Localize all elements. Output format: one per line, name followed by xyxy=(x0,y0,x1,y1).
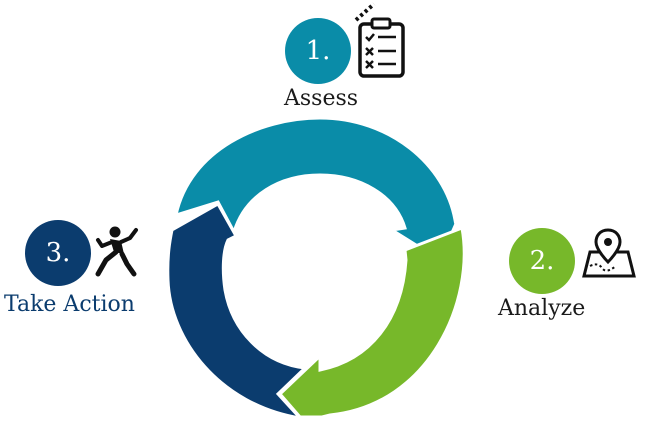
step-3-number: 3. xyxy=(45,238,71,268)
step-2-number-circle: 2. xyxy=(509,228,575,294)
clipboard-checklist-icon xyxy=(354,2,405,78)
step-3-label: Take Action xyxy=(4,292,135,317)
arc-assess xyxy=(173,116,464,263)
step-2-label: Analyze xyxy=(498,296,586,321)
step-1-number: 1. xyxy=(305,36,331,66)
map-pin-icon xyxy=(582,228,636,278)
step-1-label: Assess xyxy=(284,86,359,111)
step-2-number: 2. xyxy=(529,246,555,276)
running-person-icon xyxy=(95,226,138,277)
arc-take-action xyxy=(166,201,309,421)
step-1-number-circle: 1. xyxy=(285,18,351,84)
step-3-number-circle: 3. xyxy=(25,220,91,286)
arc-analyze xyxy=(277,225,466,419)
